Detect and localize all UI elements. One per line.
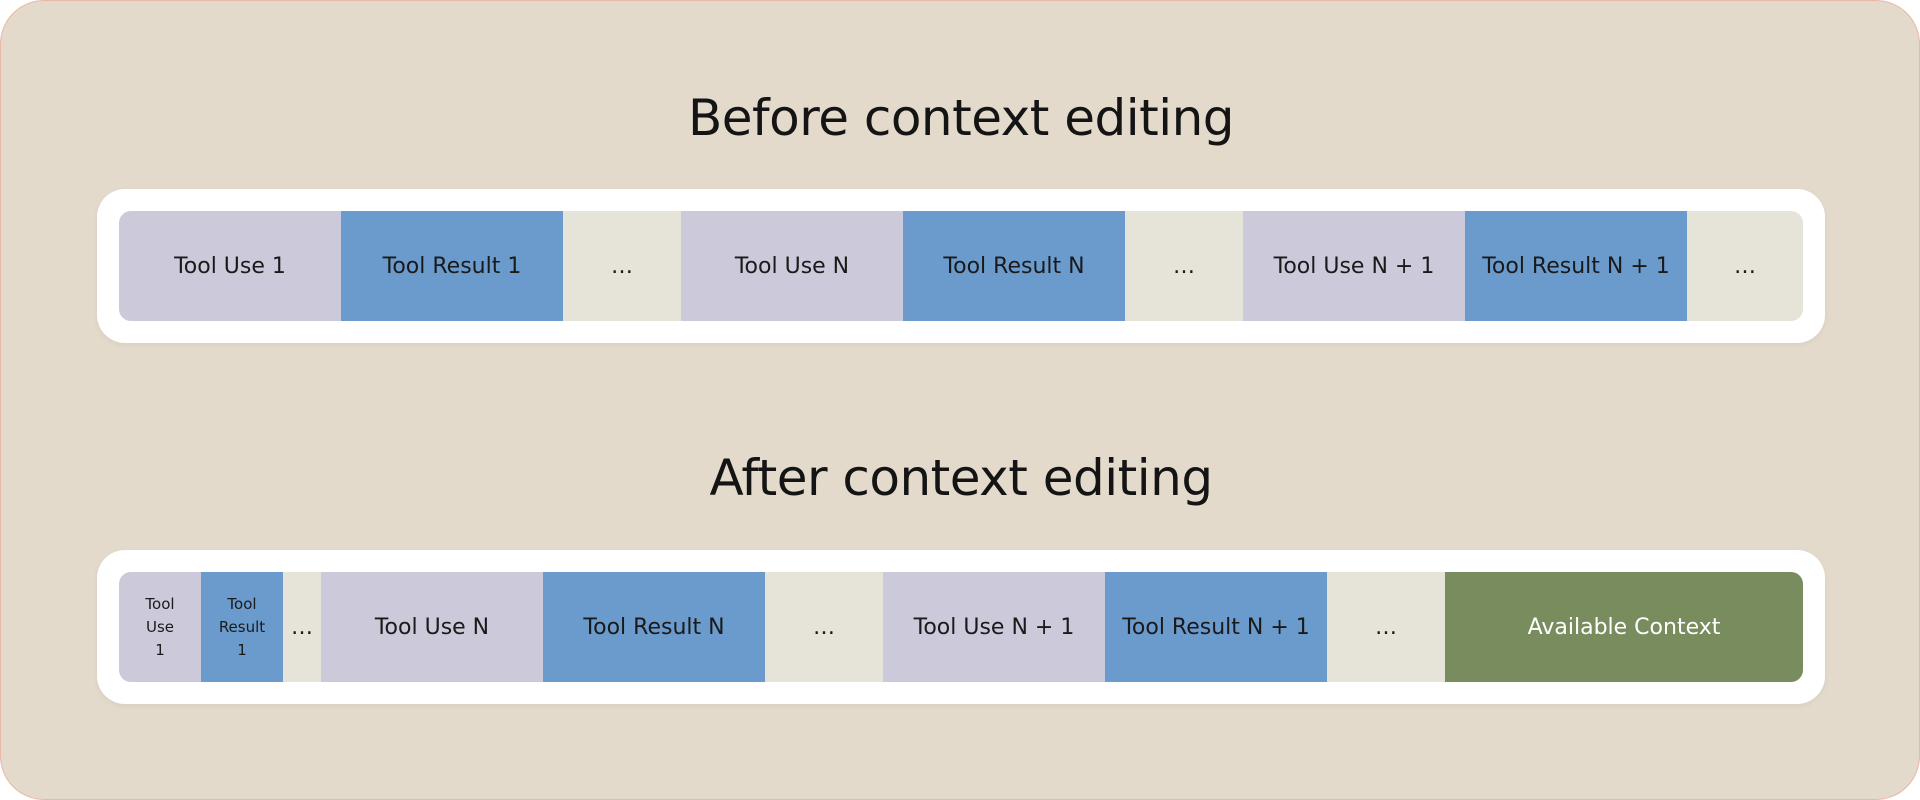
before-ellipsis-2: … <box>1125 211 1243 321</box>
before-ellipsis-1: … <box>563 211 681 321</box>
before-tool-use-n-plus-1: Tool Use N + 1 <box>1243 211 1465 321</box>
before-context-frame: Tool Use 1 Tool Result 1 … Tool Use N To… <box>97 189 1825 343</box>
before-tool-result-1: Tool Result 1 <box>341 211 563 321</box>
after-title: After context editing <box>709 449 1213 507</box>
after-tool-result-n-plus-1: Tool Result N + 1 <box>1105 572 1327 682</box>
before-context-track: Tool Use 1 Tool Result 1 … Tool Use N To… <box>119 211 1803 321</box>
available-context-block: Available Context <box>1445 572 1803 682</box>
after-tool-use-1: Tool Use 1 <box>119 572 201 682</box>
after-tool-use-n: Tool Use N <box>321 572 543 682</box>
before-ellipsis-3: … <box>1687 211 1803 321</box>
after-ellipsis-1: … <box>283 572 321 682</box>
after-tool-result-1: Tool Result 1 <box>201 572 283 682</box>
after-context-frame: Tool Use 1 Tool Result 1 … Tool Use N To… <box>97 550 1825 704</box>
after-context-track: Tool Use 1 Tool Result 1 … Tool Use N To… <box>119 572 1803 682</box>
after-ellipsis-2: … <box>765 572 883 682</box>
before-tool-result-n: Tool Result N <box>903 211 1125 321</box>
before-tool-result-n-plus-1: Tool Result N + 1 <box>1465 211 1687 321</box>
before-title: Before context editing <box>687 89 1235 147</box>
after-ellipsis-3: … <box>1327 572 1445 682</box>
before-tool-use-n: Tool Use N <box>681 211 903 321</box>
after-tool-use-n-plus-1: Tool Use N + 1 <box>883 572 1105 682</box>
before-tool-use-1: Tool Use 1 <box>119 211 341 321</box>
after-tool-result-n: Tool Result N <box>543 572 765 682</box>
